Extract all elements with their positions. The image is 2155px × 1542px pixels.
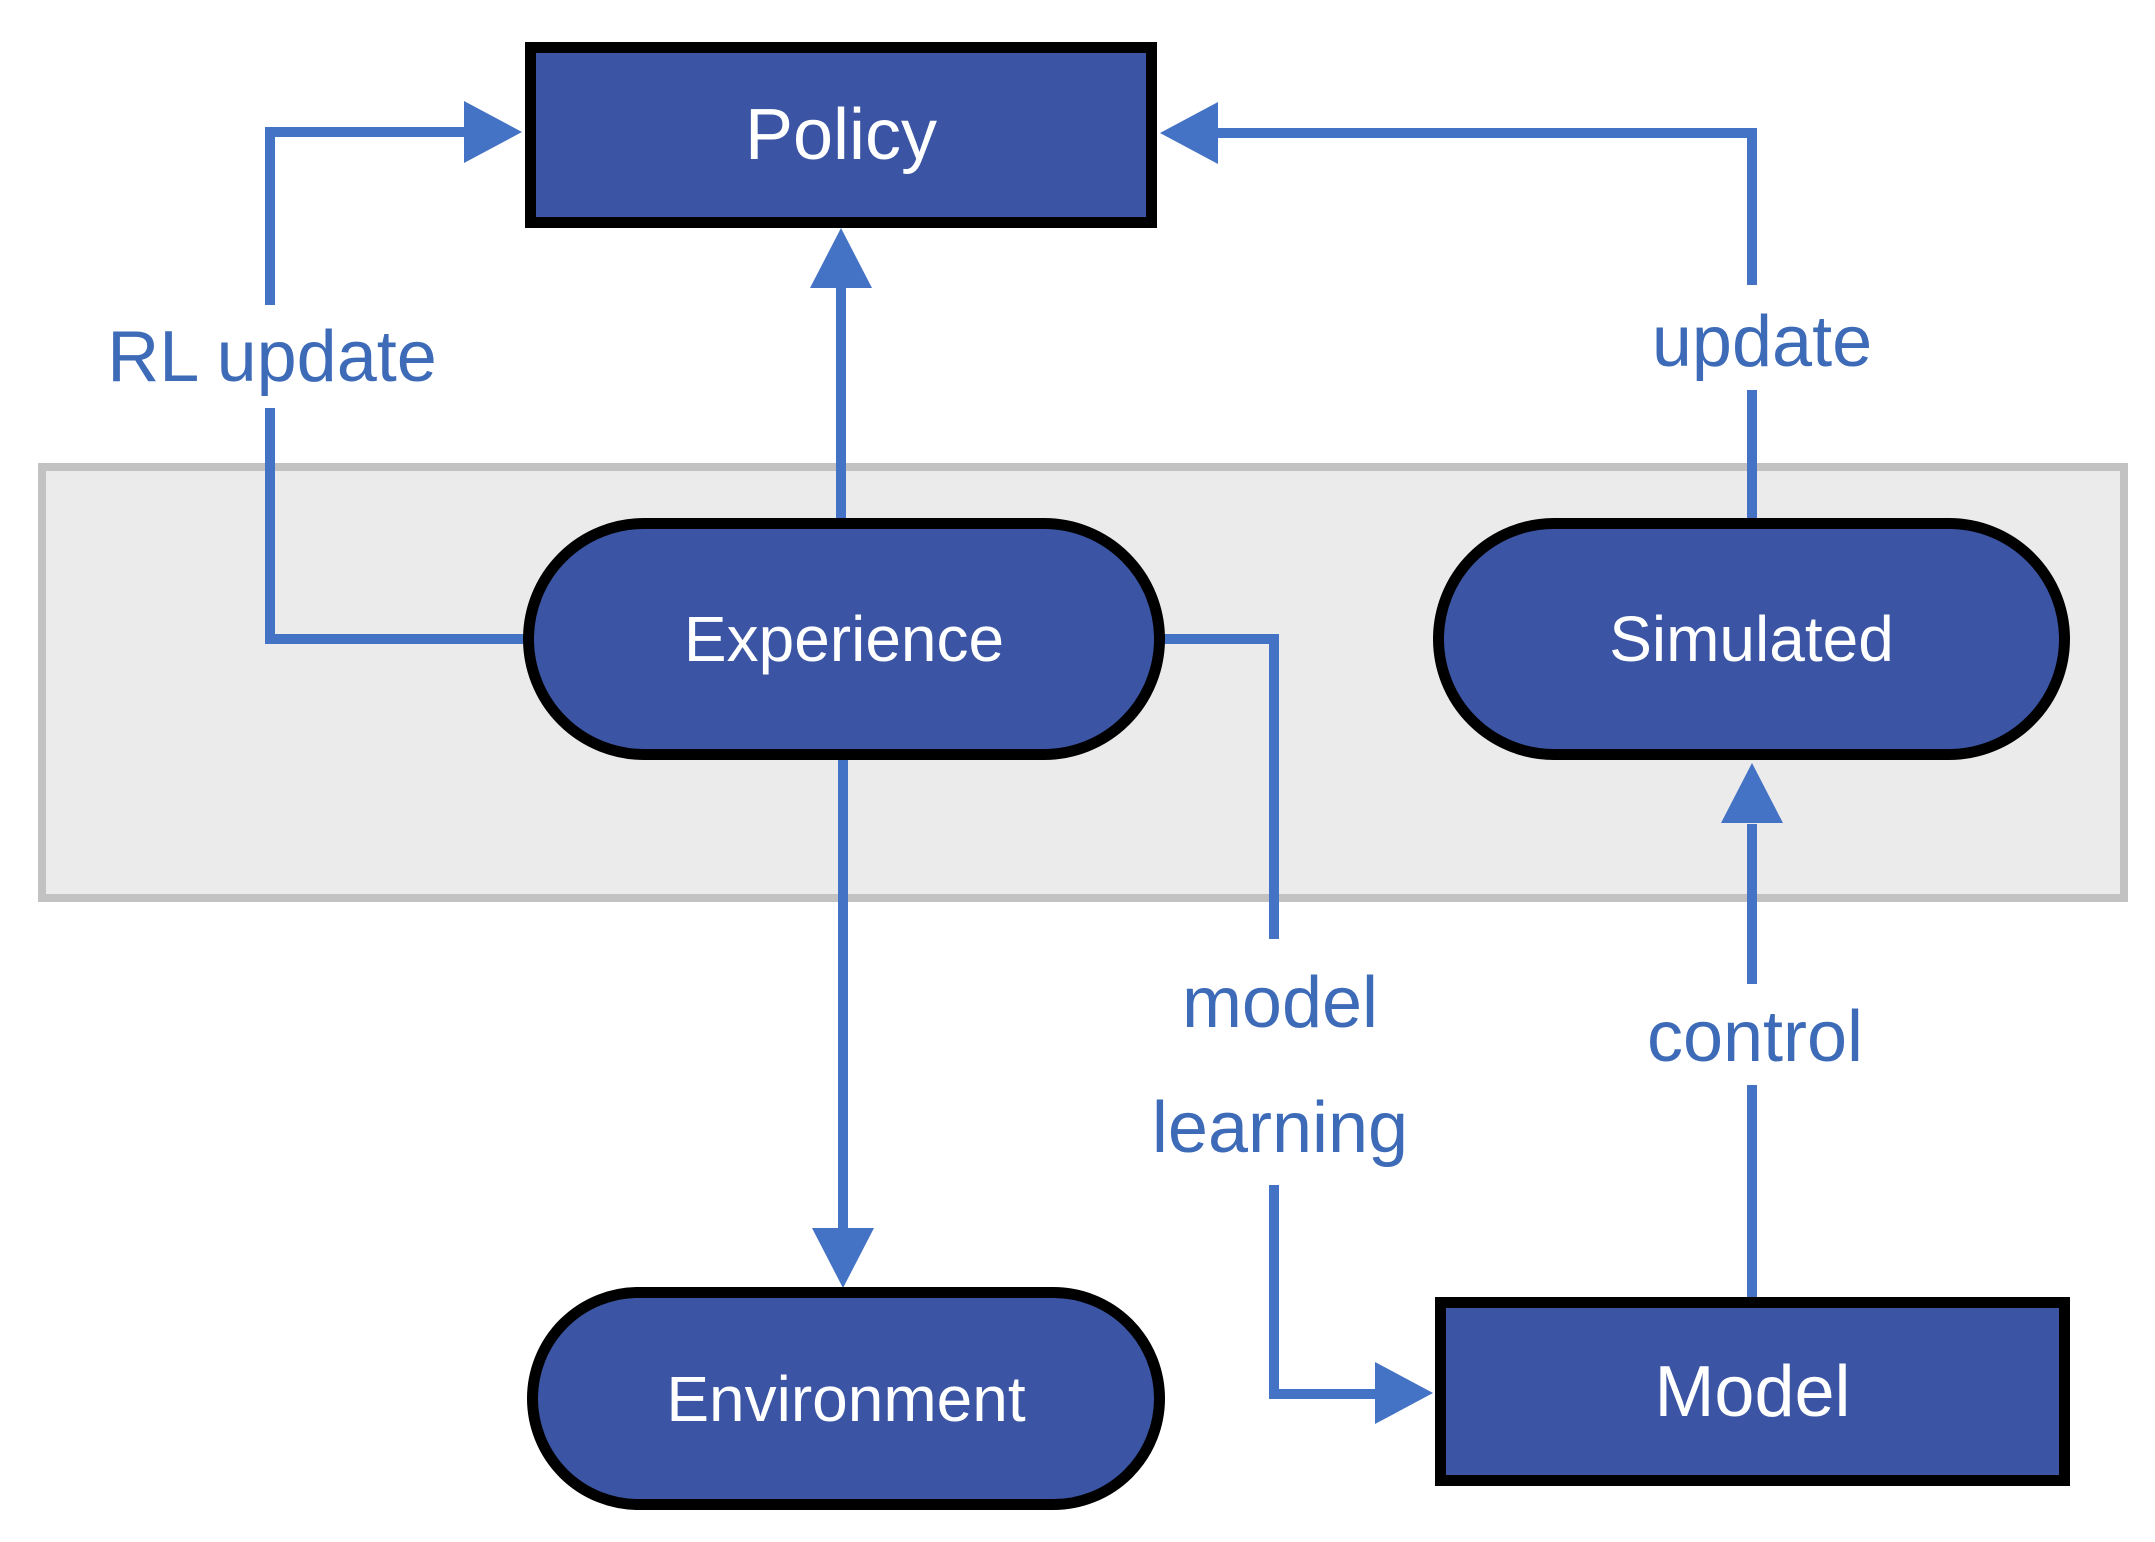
rl-update-line-vertical-lower [265,408,275,644]
model-learning-edge-label: model learning [1152,941,1408,1191]
rl-update-edge-label: RL update [107,317,437,397]
update-arrowhead-into-policy [1160,102,1218,164]
model-learning-arrowhead-into-model [1375,1362,1433,1424]
model-learning-edge-label-line1: model [1181,963,1379,1043]
control-edge-label: control [1646,997,1864,1077]
update-line-vertical-upper [1747,128,1757,285]
experience-node-label: Experience [683,603,1005,675]
rl-update-arrowhead-into-policy [464,101,522,163]
experience-to-policy-arrowhead [810,228,872,288]
policy-node: Policy [525,42,1157,228]
experience-to-environment-line [838,757,848,1232]
control-line-upper [1747,824,1757,984]
experience-node: Experience [523,518,1165,760]
rl-update-line-bottom-horizontal [265,634,523,644]
environment-node: Environment [527,1287,1165,1510]
experience-to-policy-line [836,283,846,523]
model-learning-line-top-horizontal [1160,634,1279,644]
policy-node-label: Policy [744,95,938,175]
model-learning-edge-label-line2: learning [1151,1088,1409,1168]
model-learning-line-vertical-lower [1269,1185,1279,1399]
model-node: Model [1435,1297,2070,1486]
environment-node-label: Environment [666,1362,1026,1435]
experience-to-environment-arrowhead [812,1228,874,1288]
model-node-label: Model [1654,1351,1851,1432]
control-arrowhead-into-simulated [1721,763,1783,823]
update-line-horizontal [1216,128,1757,138]
simulated-node-label: Simulated [1609,603,1894,675]
model-learning-line-bottom-horizontal [1269,1389,1378,1399]
simulated-node: Simulated [1433,518,2070,760]
rl-update-line-top-horizontal [265,127,470,137]
rl-update-line-vertical-upper [265,127,275,305]
control-line-lower [1747,1085,1757,1299]
update-line-vertical-lower [1747,390,1757,522]
update-edge-label: update [1651,302,1873,382]
model-learning-line-vertical-upper [1269,639,1279,939]
